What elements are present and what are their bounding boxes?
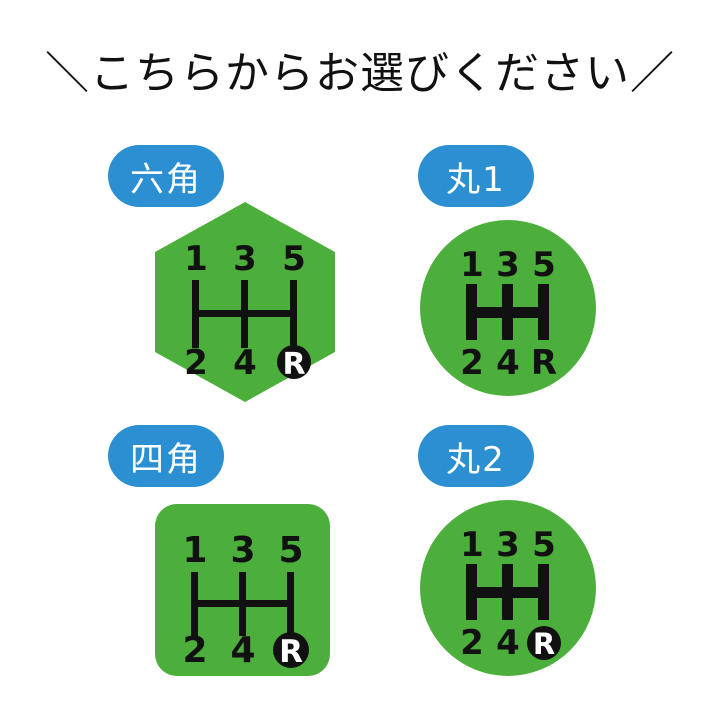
- shape-square: 1 3 5 2 4 R: [155, 504, 330, 676]
- svg-text:R: R: [282, 347, 305, 382]
- svg-text:3: 3: [496, 245, 520, 285]
- shift-pattern-round-2: 1 3 5 2 4 R: [460, 525, 561, 663]
- option-card-round-1[interactable]: 丸1 1 3 5 2 4 R: [370, 140, 670, 420]
- circle-1-svg: 1 3 5 2 4 R: [420, 220, 596, 396]
- svg-text:4: 4: [230, 630, 255, 671]
- option-label-round-2: 丸2: [418, 425, 534, 487]
- svg-text:5: 5: [282, 239, 306, 279]
- svg-text:R: R: [531, 343, 557, 383]
- option-label-square: 四角: [108, 425, 224, 487]
- svg-text:2: 2: [184, 343, 208, 383]
- option-card-square[interactable]: 四角 1 3 5 2 4 R: [60, 420, 360, 700]
- shape-hexagon: 1 3 5 2 4 R: [155, 202, 335, 402]
- option-card-hexagon[interactable]: 六角 1 3 5 2 4 R: [60, 140, 360, 420]
- svg-text:2: 2: [460, 623, 484, 663]
- svg-text:1: 1: [460, 245, 484, 285]
- svg-text:R: R: [279, 634, 303, 670]
- svg-text:5: 5: [278, 530, 303, 571]
- option-label-round-1: 丸1: [418, 145, 534, 207]
- svg-text:1: 1: [184, 239, 208, 279]
- hexagon-svg: 1 3 5 2 4 R: [155, 202, 335, 402]
- shift-pattern-round-1: 1 3 5 2 4 R: [460, 245, 557, 383]
- svg-text:R: R: [533, 627, 555, 661]
- svg-text:2: 2: [460, 343, 484, 383]
- svg-text:4: 4: [233, 343, 257, 383]
- svg-text:4: 4: [496, 623, 520, 663]
- shape-circle-2: 1 3 5 2 4 R: [418, 498, 598, 678]
- svg-text:1: 1: [460, 525, 484, 565]
- svg-text:3: 3: [233, 239, 257, 279]
- svg-text:4: 4: [496, 343, 520, 383]
- circle-2-svg: 1 3 5 2 4 R: [420, 500, 596, 676]
- option-card-round-2[interactable]: 丸2 1 3 5 2 4 R: [370, 420, 670, 700]
- square-svg: 1 3 5 2 4 R: [155, 504, 330, 676]
- svg-text:5: 5: [532, 245, 556, 285]
- shape-circle-1: 1 3 5 2 4 R: [418, 218, 598, 398]
- shift-pattern-square: 1 3 5 2 4 R: [182, 530, 309, 671]
- page-title: ＼こちらからお選びください／: [45, 48, 675, 99]
- svg-text:1: 1: [182, 530, 207, 571]
- svg-text:5: 5: [532, 525, 556, 565]
- shift-pattern-hexagon: 1 3 5 2 4 R: [184, 239, 311, 383]
- svg-text:3: 3: [230, 530, 255, 571]
- svg-text:2: 2: [182, 630, 207, 671]
- svg-text:3: 3: [496, 525, 520, 565]
- option-label-hexagon: 六角: [108, 145, 224, 207]
